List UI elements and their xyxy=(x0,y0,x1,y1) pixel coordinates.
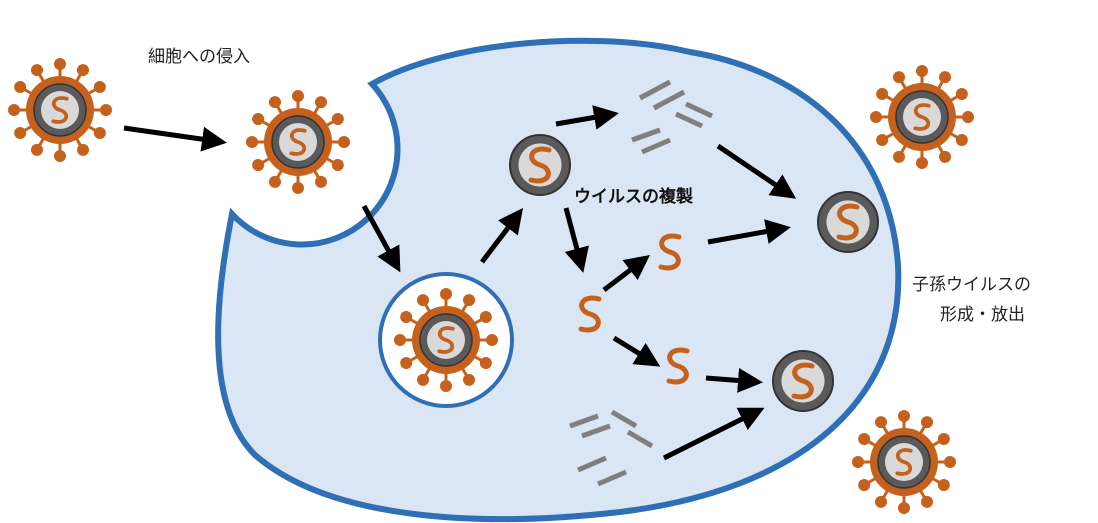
capsid-icon xyxy=(509,134,571,196)
protein-fragment-icon xyxy=(569,409,654,487)
replication-label: ウイルスの複製 xyxy=(574,186,693,207)
formation-label-line2: 形成・放出 xyxy=(940,305,1025,325)
capsid-icon xyxy=(817,191,879,253)
arrow-to-assembly-top xyxy=(707,219,791,245)
arrow-genome-up xyxy=(602,254,650,292)
rna-strand-icon xyxy=(666,347,690,385)
arrow-proteins-to-assembly xyxy=(716,143,797,199)
arrow-entry xyxy=(123,125,227,152)
virus-icon xyxy=(246,90,350,194)
arrow-to-assembly-bottom xyxy=(705,368,763,393)
virus-icon xyxy=(8,58,112,162)
arrow-proteins2-to-assembly xyxy=(662,407,765,461)
rna-strand-icon xyxy=(578,295,602,333)
arrow-to-genome xyxy=(563,207,589,273)
arrow-genome-down xyxy=(612,335,661,367)
arrows xyxy=(123,105,797,461)
virus-icon xyxy=(852,410,956,514)
arrow-to-uncoating xyxy=(480,208,524,264)
arrow-to-endosome xyxy=(361,204,401,273)
protein-fragment-icon xyxy=(631,79,714,155)
capsid-icon xyxy=(772,350,834,412)
host-cell xyxy=(215,37,902,523)
formation-label-line1: 子孫ウイルスの xyxy=(912,275,1031,295)
arrow-to-proteins xyxy=(555,105,619,130)
entry-label: 細胞への侵入 xyxy=(148,47,250,67)
virus-icon xyxy=(870,65,974,169)
rna-strand-icon xyxy=(658,233,682,271)
virus-icon xyxy=(394,288,498,392)
